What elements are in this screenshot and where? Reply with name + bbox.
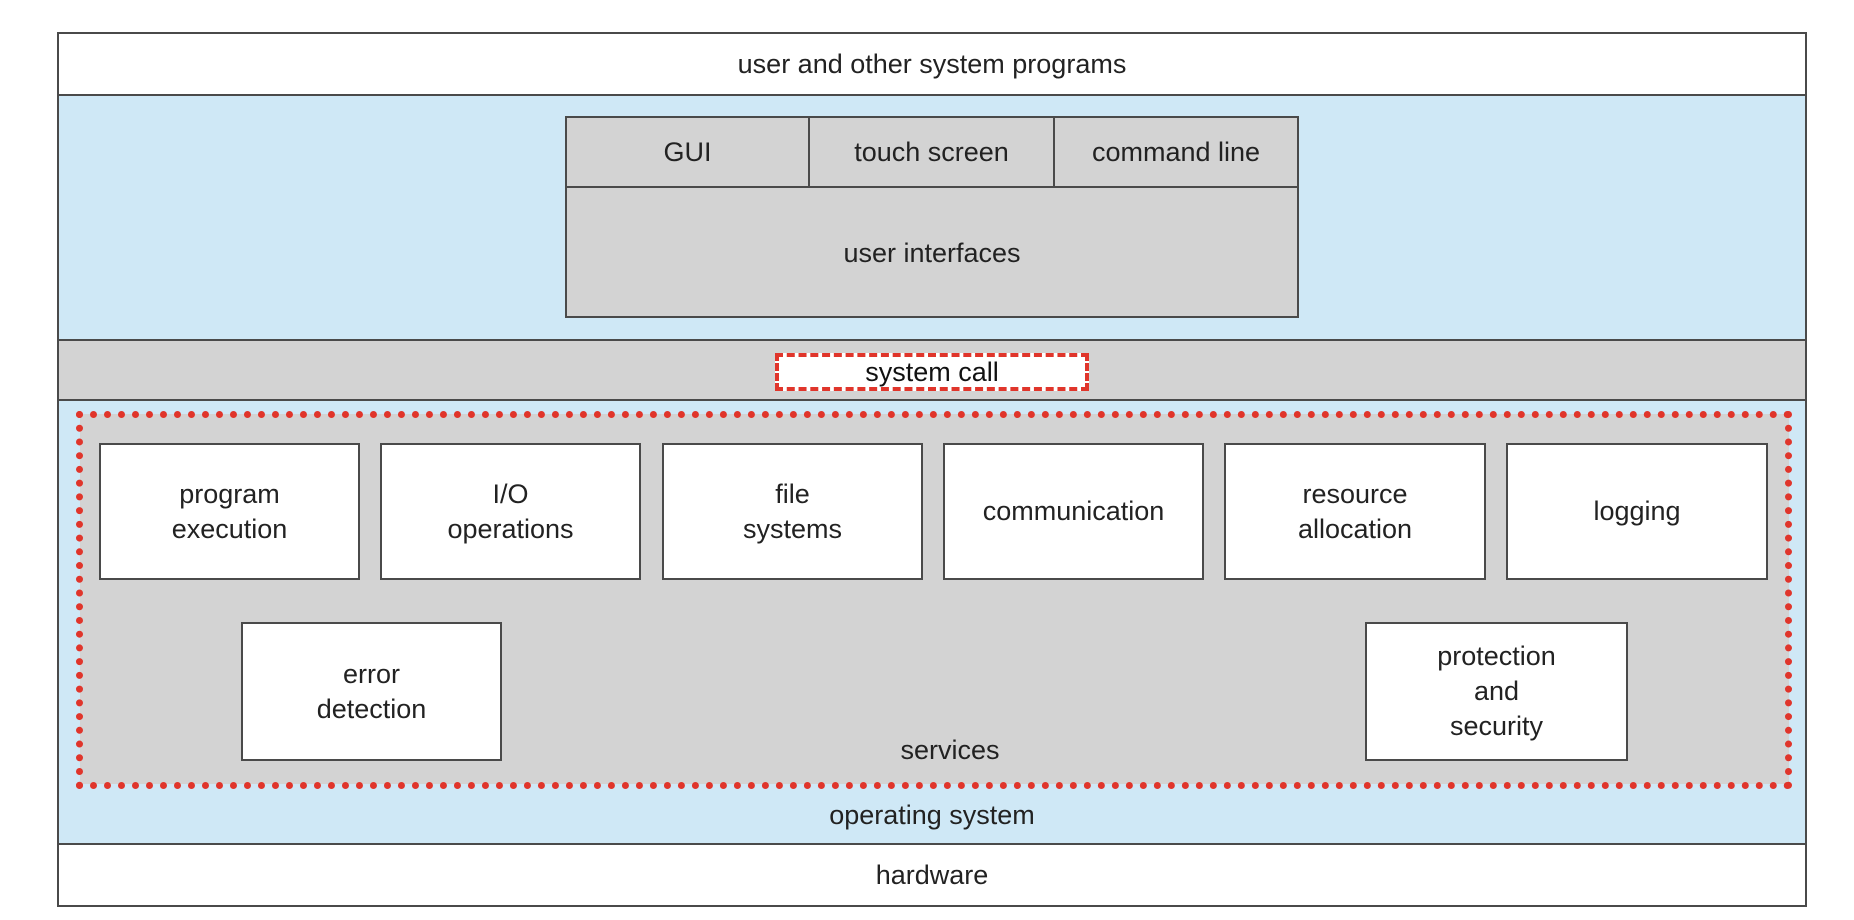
system-call-label: system call	[865, 356, 999, 387]
user-programs-label: user and other system programs	[737, 48, 1127, 79]
operating-system-label: operating system	[829, 799, 1035, 830]
service-io-operations-label: I/O operations	[447, 478, 574, 544]
service-protection-and-security-label: protection and security	[1437, 641, 1556, 741]
service-communication: communication	[943, 443, 1204, 580]
operating-system-label-area: operating system	[700, 793, 1164, 837]
user-interfaces-label: user interfaces	[843, 237, 1021, 268]
services-label-area: services	[800, 730, 1100, 770]
ui-type-command-line-label: command line	[1091, 136, 1261, 167]
service-logging-label: logging	[1593, 496, 1681, 526]
ui-type-touch-screen-label: touch screen	[854, 136, 1009, 167]
service-file-systems-label: file systems	[742, 478, 842, 544]
service-error-detection-label: error detection	[316, 658, 427, 724]
hardware-label: hardware	[875, 859, 989, 890]
service-resource-allocation-label: resource allocation	[1297, 478, 1413, 544]
ui-type-command-line: command line	[1053, 116, 1299, 188]
service-communication-label: communication	[982, 496, 1165, 526]
ui-type-touch-screen: touch screen	[808, 116, 1055, 188]
user-interfaces-label-area: user interfaces	[565, 188, 1299, 318]
ui-type-gui: GUI	[565, 116, 810, 188]
service-logging: logging	[1506, 443, 1768, 580]
hardware-layer: hardware	[57, 843, 1807, 907]
service-resource-allocation: resource allocation	[1224, 443, 1486, 580]
ui-type-gui-label: GUI	[663, 136, 712, 167]
service-program-execution: program execution	[99, 443, 360, 580]
service-io-operations: I/O operations	[380, 443, 641, 580]
services-highlight-border	[76, 411, 1792, 789]
user-programs-layer: user and other system programs	[57, 32, 1807, 96]
services-label: services	[900, 734, 1000, 765]
service-error-detection: error detection	[241, 622, 502, 761]
service-protection-and-security: protection and security	[1365, 622, 1628, 761]
service-program-execution-label: program execution	[171, 478, 288, 544]
service-file-systems: file systems	[662, 443, 923, 580]
system-call-highlight: system call	[775, 353, 1089, 391]
